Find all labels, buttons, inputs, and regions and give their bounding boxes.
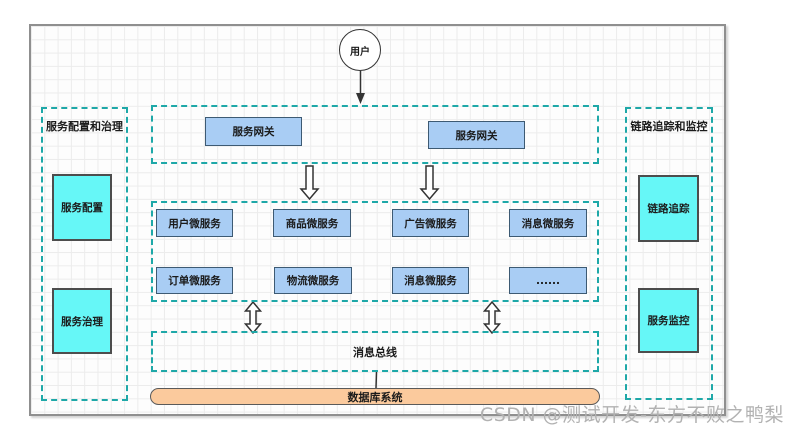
message-bus-group: 消息总线 [151, 331, 599, 372]
tracing-monitoring-panel: 链路追踪和监控 [625, 107, 713, 400]
microservice-node: 物流微服务 [274, 267, 352, 294]
microservice-node: 消息微服务 [392, 267, 469, 294]
watermark: CSDN @测试开发-东方不败之鸭梨 [479, 404, 784, 426]
database-node: 数据库系统 [150, 388, 600, 405]
microservice-node: 消息微服务 [509, 209, 587, 237]
service-governance-label: 服务治理 [61, 315, 103, 328]
service-monitoring-node: 服务监控 [638, 288, 699, 353]
gateway-group [151, 105, 599, 164]
microservice-label: 订单微服务 [168, 275, 221, 287]
service-gateway-label: 服务网关 [232, 126, 275, 138]
database-label: 数据库系统 [347, 390, 403, 404]
service-monitoring-label: 服务监控 [647, 315, 690, 327]
service-gateway-node: 服务网关 [428, 121, 525, 149]
microservice-label: 消息微服务 [404, 275, 457, 287]
service-gateway-node: 服务网关 [205, 117, 302, 146]
microservices-group [151, 201, 599, 302]
user-node: 用户 [339, 29, 381, 71]
config-governance-panel-title: 服务配置和治理 [46, 120, 123, 133]
microservice-label: 广告微服务 [404, 217, 457, 230]
service-config-label: 服务配置 [61, 202, 103, 214]
microservice-label: 商品微服务 [285, 217, 339, 230]
user-node-label: 用户 [350, 46, 370, 58]
link-tracing-node: 链路追踪 [638, 175, 699, 242]
diagram-frame [29, 24, 726, 416]
service-governance-node: 服务治理 [52, 288, 112, 354]
microservice-node: 用户微服务 [156, 209, 233, 237]
microservice-node: 广告微服务 [392, 209, 469, 237]
tracing-monitoring-panel-title: 链路追踪和监控 [630, 120, 708, 133]
link-tracing-label: 链路追踪 [647, 203, 690, 215]
message-bus-label: 消息总线 [353, 345, 397, 359]
microservice-label: 用户微服务 [168, 217, 221, 230]
microservice-label: 物流微服务 [286, 275, 340, 287]
config-governance-panel: 服务配置和治理 [41, 107, 128, 401]
microservice-node: ...... [509, 267, 587, 294]
microservice-node: 商品微服务 [273, 209, 351, 237]
microservice-node: 订单微服务 [156, 267, 233, 294]
microservice-label: ...... [536, 274, 560, 287]
service-gateway-label: 服务网关 [455, 129, 498, 142]
microservice-label: 消息微服务 [521, 217, 575, 230]
service-config-node: 服务配置 [52, 174, 112, 241]
